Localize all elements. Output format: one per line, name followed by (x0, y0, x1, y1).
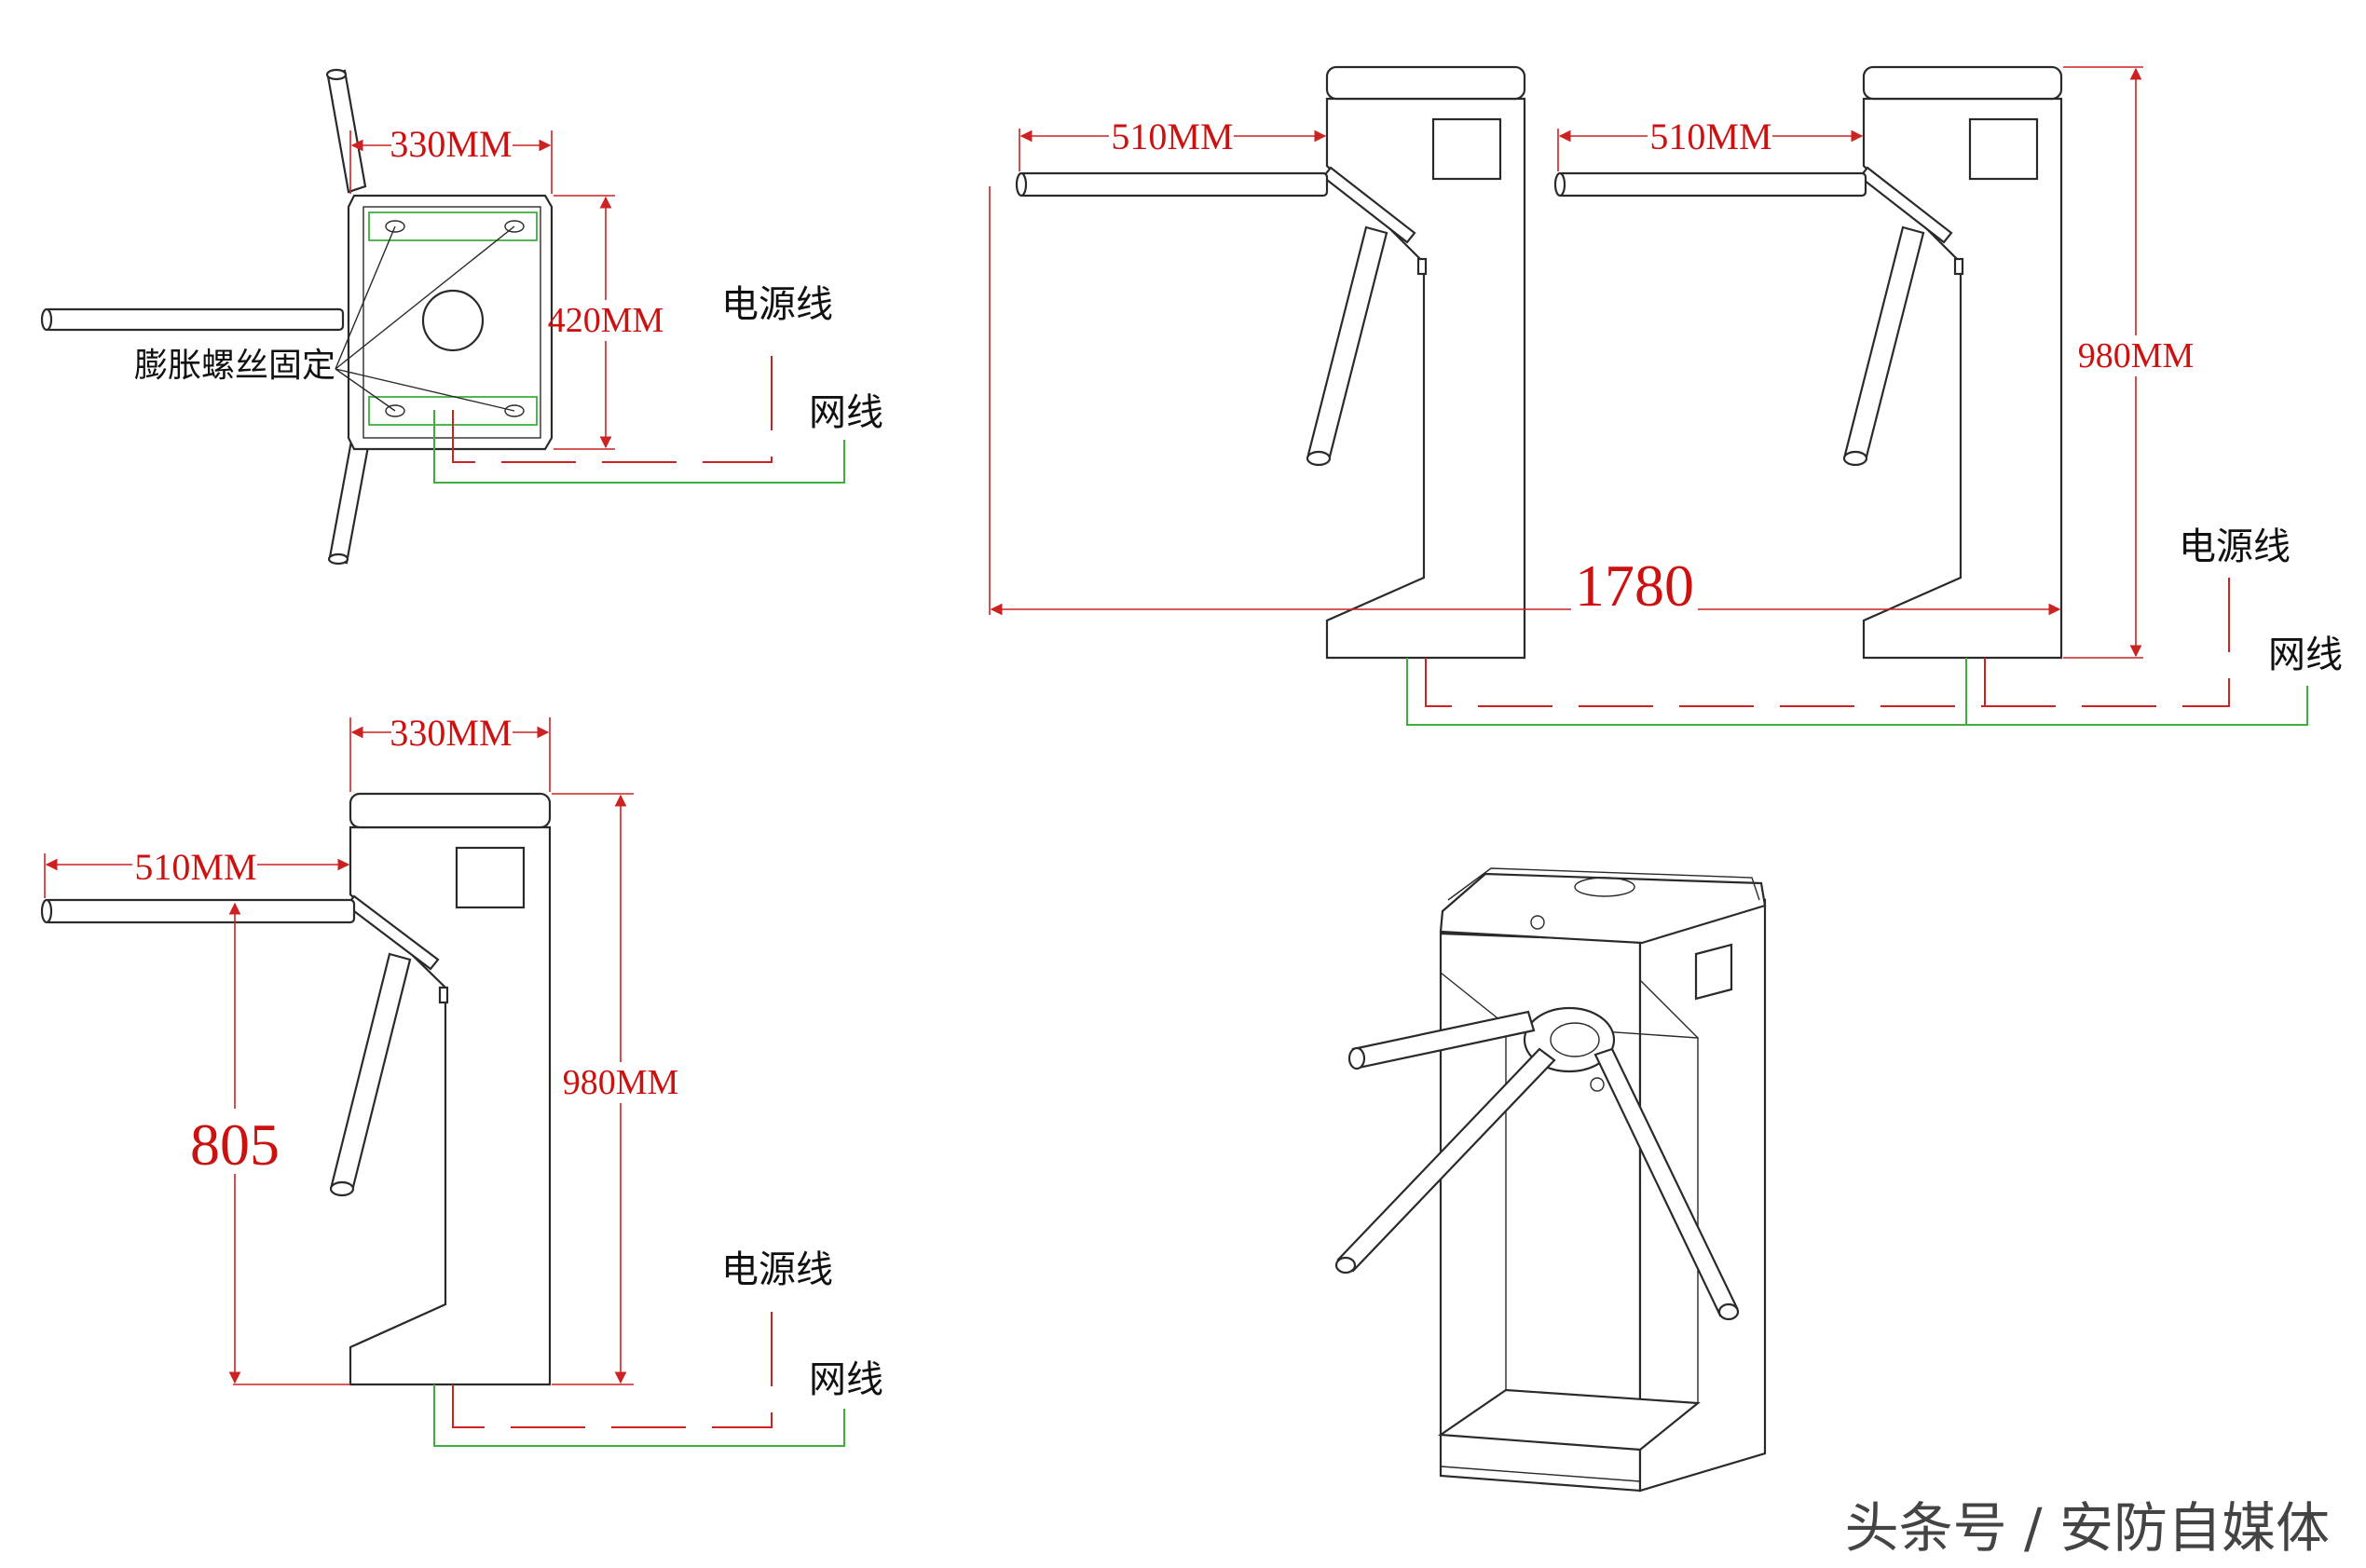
anchor-bolt-hole (504, 220, 525, 233)
top-network-cable (433, 410, 845, 484)
pair-view: 510MM 510MM 1780 980MM 电源线 网线 (989, 65, 2343, 726)
pair-power-cable-label: 电源线 (2179, 525, 2291, 568)
front-arm-label: 510MM (134, 846, 256, 888)
front-arm-height-label: 805 (190, 1111, 280, 1178)
watermark: 头条号 / 安防自媒体 (1845, 1496, 2330, 1560)
front-power-cable-label: 电源线 (721, 1248, 833, 1291)
front-network-cable-label: 网线 (809, 1358, 883, 1401)
front-network-cable (433, 1384, 845, 1447)
top-view-arms (40, 68, 371, 566)
anchor-bolt-label: 膨胀螺丝固定 (134, 347, 335, 385)
pair-left-unit (1015, 65, 1526, 660)
pair-total-label: 1780 (1575, 552, 1694, 619)
front-view-card-reader (455, 846, 526, 909)
anchor-bolt-hole (385, 220, 405, 233)
front-height-label: 980MM (563, 1063, 679, 1102)
front-width-label: 330MM (390, 712, 512, 754)
pair-height-label: 980MM (2078, 336, 2195, 375)
top-power-cable (452, 332, 773, 463)
top-depth-label: 420MM (548, 301, 664, 340)
front-power-cable (452, 1302, 773, 1428)
top-view: 膨胀螺丝固定 330MM 420MM 电源线 网线 (40, 68, 883, 566)
anchor-bolt-hole (385, 404, 405, 417)
top-power-cable-label: 电源线 (721, 283, 833, 326)
pair-network-cable (1406, 658, 2308, 726)
front-view-cabinet (349, 825, 552, 1386)
front-view: 330MM 510MM 805 980MM 电源线 网线 (40, 708, 883, 1447)
pair-left-card-reader (1431, 117, 1502, 181)
anchor-bolt-hole (504, 404, 525, 417)
top-width-label: 330MM (390, 123, 512, 165)
pair-network-cable-label: 网线 (2268, 634, 2343, 676)
cable-hole (421, 289, 485, 352)
top-view-base (347, 194, 554, 451)
front-view-horizontal-arm (43, 898, 356, 924)
pair-left-horizontal-arm (1018, 171, 1329, 198)
iso-card-reader (1694, 943, 1733, 1001)
front-view-angled-arm (330, 952, 412, 1193)
pair-right-card-reader (1968, 117, 2039, 181)
pair-right-horizontal-arm (1556, 171, 1867, 198)
top-network-cable-label: 网线 (809, 391, 883, 434)
anchor-leaders (335, 225, 515, 412)
pair-right-arm-label: 510MM (1649, 116, 1771, 157)
isometric-view (1334, 867, 1767, 1493)
pair-power-cable (1425, 578, 2230, 707)
pair-right-unit (1553, 65, 2063, 660)
pair-left-arm-label: 510MM (1111, 116, 1233, 157)
front-view-lid (349, 792, 552, 829)
iso-lid (1439, 872, 1767, 945)
top-anchor-strip (368, 211, 538, 241)
